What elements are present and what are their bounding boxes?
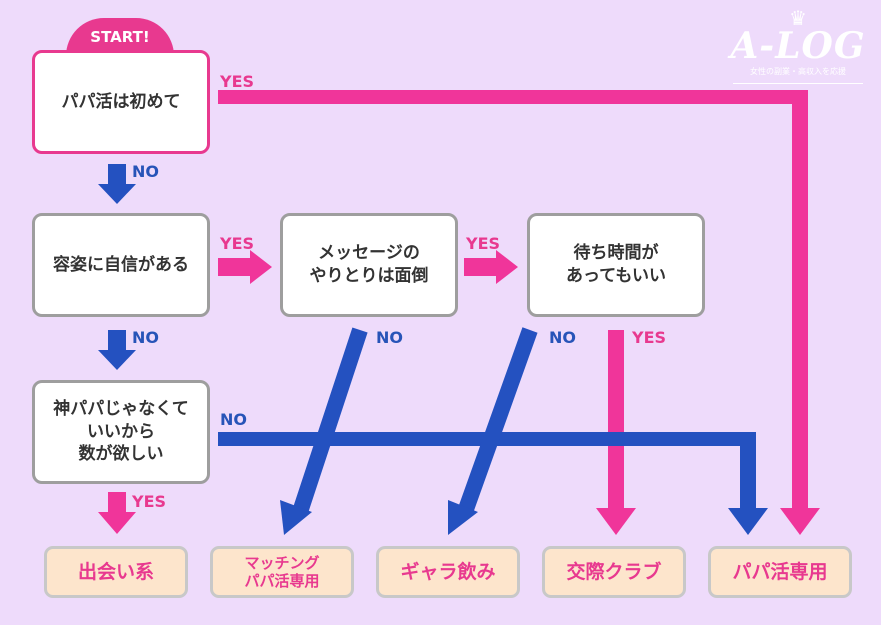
label-q5-no: NO (220, 410, 247, 429)
logo-name: A-LOG (730, 25, 866, 67)
label-q2-yes: YES (220, 234, 255, 253)
label-q5-yes: YES (132, 492, 167, 511)
label-q4-no: NO (549, 328, 576, 347)
arrow-q5-yes (98, 492, 136, 534)
question-quantity-over-quality: 神パパじゃなくて いいから 数が欲しい (32, 380, 210, 484)
label-q1-no: NO (132, 162, 159, 181)
arrowhead-q5-no (728, 508, 768, 535)
arrowhead-q3-no (280, 500, 312, 535)
question-first-time: パパ活は初めて (32, 50, 210, 154)
logo-rule (733, 83, 863, 84)
label-q3-yes: YES (466, 234, 501, 253)
arrow-q1-no (98, 164, 136, 204)
start-badge: START! (66, 18, 174, 56)
result-dating-site: 出会い系 (44, 546, 188, 598)
arrow-q2-yes (218, 250, 272, 284)
label-q1-yes: YES (220, 72, 255, 91)
arrowhead-q1-yes (780, 508, 820, 535)
result-gyara-nomi: ギャラ飲み (376, 546, 520, 598)
a-log-logo: ♛ A-LOG 女性の副業・高収入を応援 (728, 8, 868, 98)
label-q2-no: NO (132, 328, 159, 347)
connector-q3-no (292, 327, 368, 515)
connector-q4-yes (608, 330, 624, 510)
connector-q1-yes-vertical (792, 90, 808, 510)
connector-q1-yes-horizontal (218, 90, 808, 104)
arrowhead-q4-no (448, 500, 478, 535)
arrow-q2-no (98, 330, 136, 370)
connector-q5-no-vertical (740, 432, 756, 512)
arrow-q3-yes (464, 250, 518, 284)
arrowhead-q4-yes (596, 508, 636, 535)
question-confident-looks: 容姿に自信がある (32, 213, 210, 317)
crown-icon: ♛ (789, 6, 807, 30)
result-dating-club: 交際クラブ (542, 546, 686, 598)
result-papakatsu-app: パパ活専用 (708, 546, 852, 598)
label-q4-yes: YES (632, 328, 667, 347)
connector-q4-no (457, 327, 538, 515)
result-matching-app: マッチング パパ活専用 (210, 546, 354, 598)
label-q3-no: NO (376, 328, 403, 347)
logo-tagline: 女性の副業・高収入を応援 (750, 67, 846, 76)
question-waiting-ok: 待ち時間が あってもいい (527, 213, 705, 317)
question-messaging-tedious: メッセージの やりとりは面倒 (280, 213, 458, 317)
